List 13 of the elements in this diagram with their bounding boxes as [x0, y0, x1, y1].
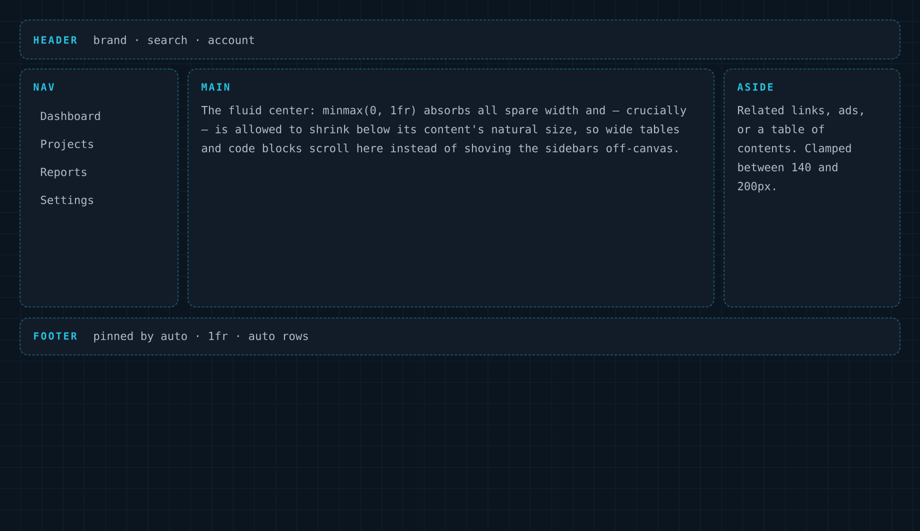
panel-text: brand · search · account	[94, 36, 254, 44]
nav-link: Projects	[41, 140, 94, 150]
panel-heading: HEADER	[34, 36, 77, 44]
panel-heading: NAV	[34, 83, 54, 91]
panel-heading: FOOTER	[34, 332, 77, 340]
nav-link: Settings	[40, 196, 94, 206]
panel-heading: ASIDE	[737, 83, 773, 91]
nav-link: Reports	[41, 168, 86, 178]
panel-text: pinned by auto · 1fr · auto rows	[94, 332, 308, 342]
nav-link: Dashboard	[40, 112, 100, 120]
panel-text: Related links, ads, or a table of contents. Clamped between 140 and 200px.	[738, 106, 863, 193]
panel-heading: MAIN	[202, 83, 230, 91]
panel-text: The fluid center: minmax(0, 1fr) absorbs all spare width and — crucially — is allowed to shrink below its content's natural size, so wide tables and code blocks scroll here instead of shoving the sidebars off-canvas.	[201, 106, 686, 155]
